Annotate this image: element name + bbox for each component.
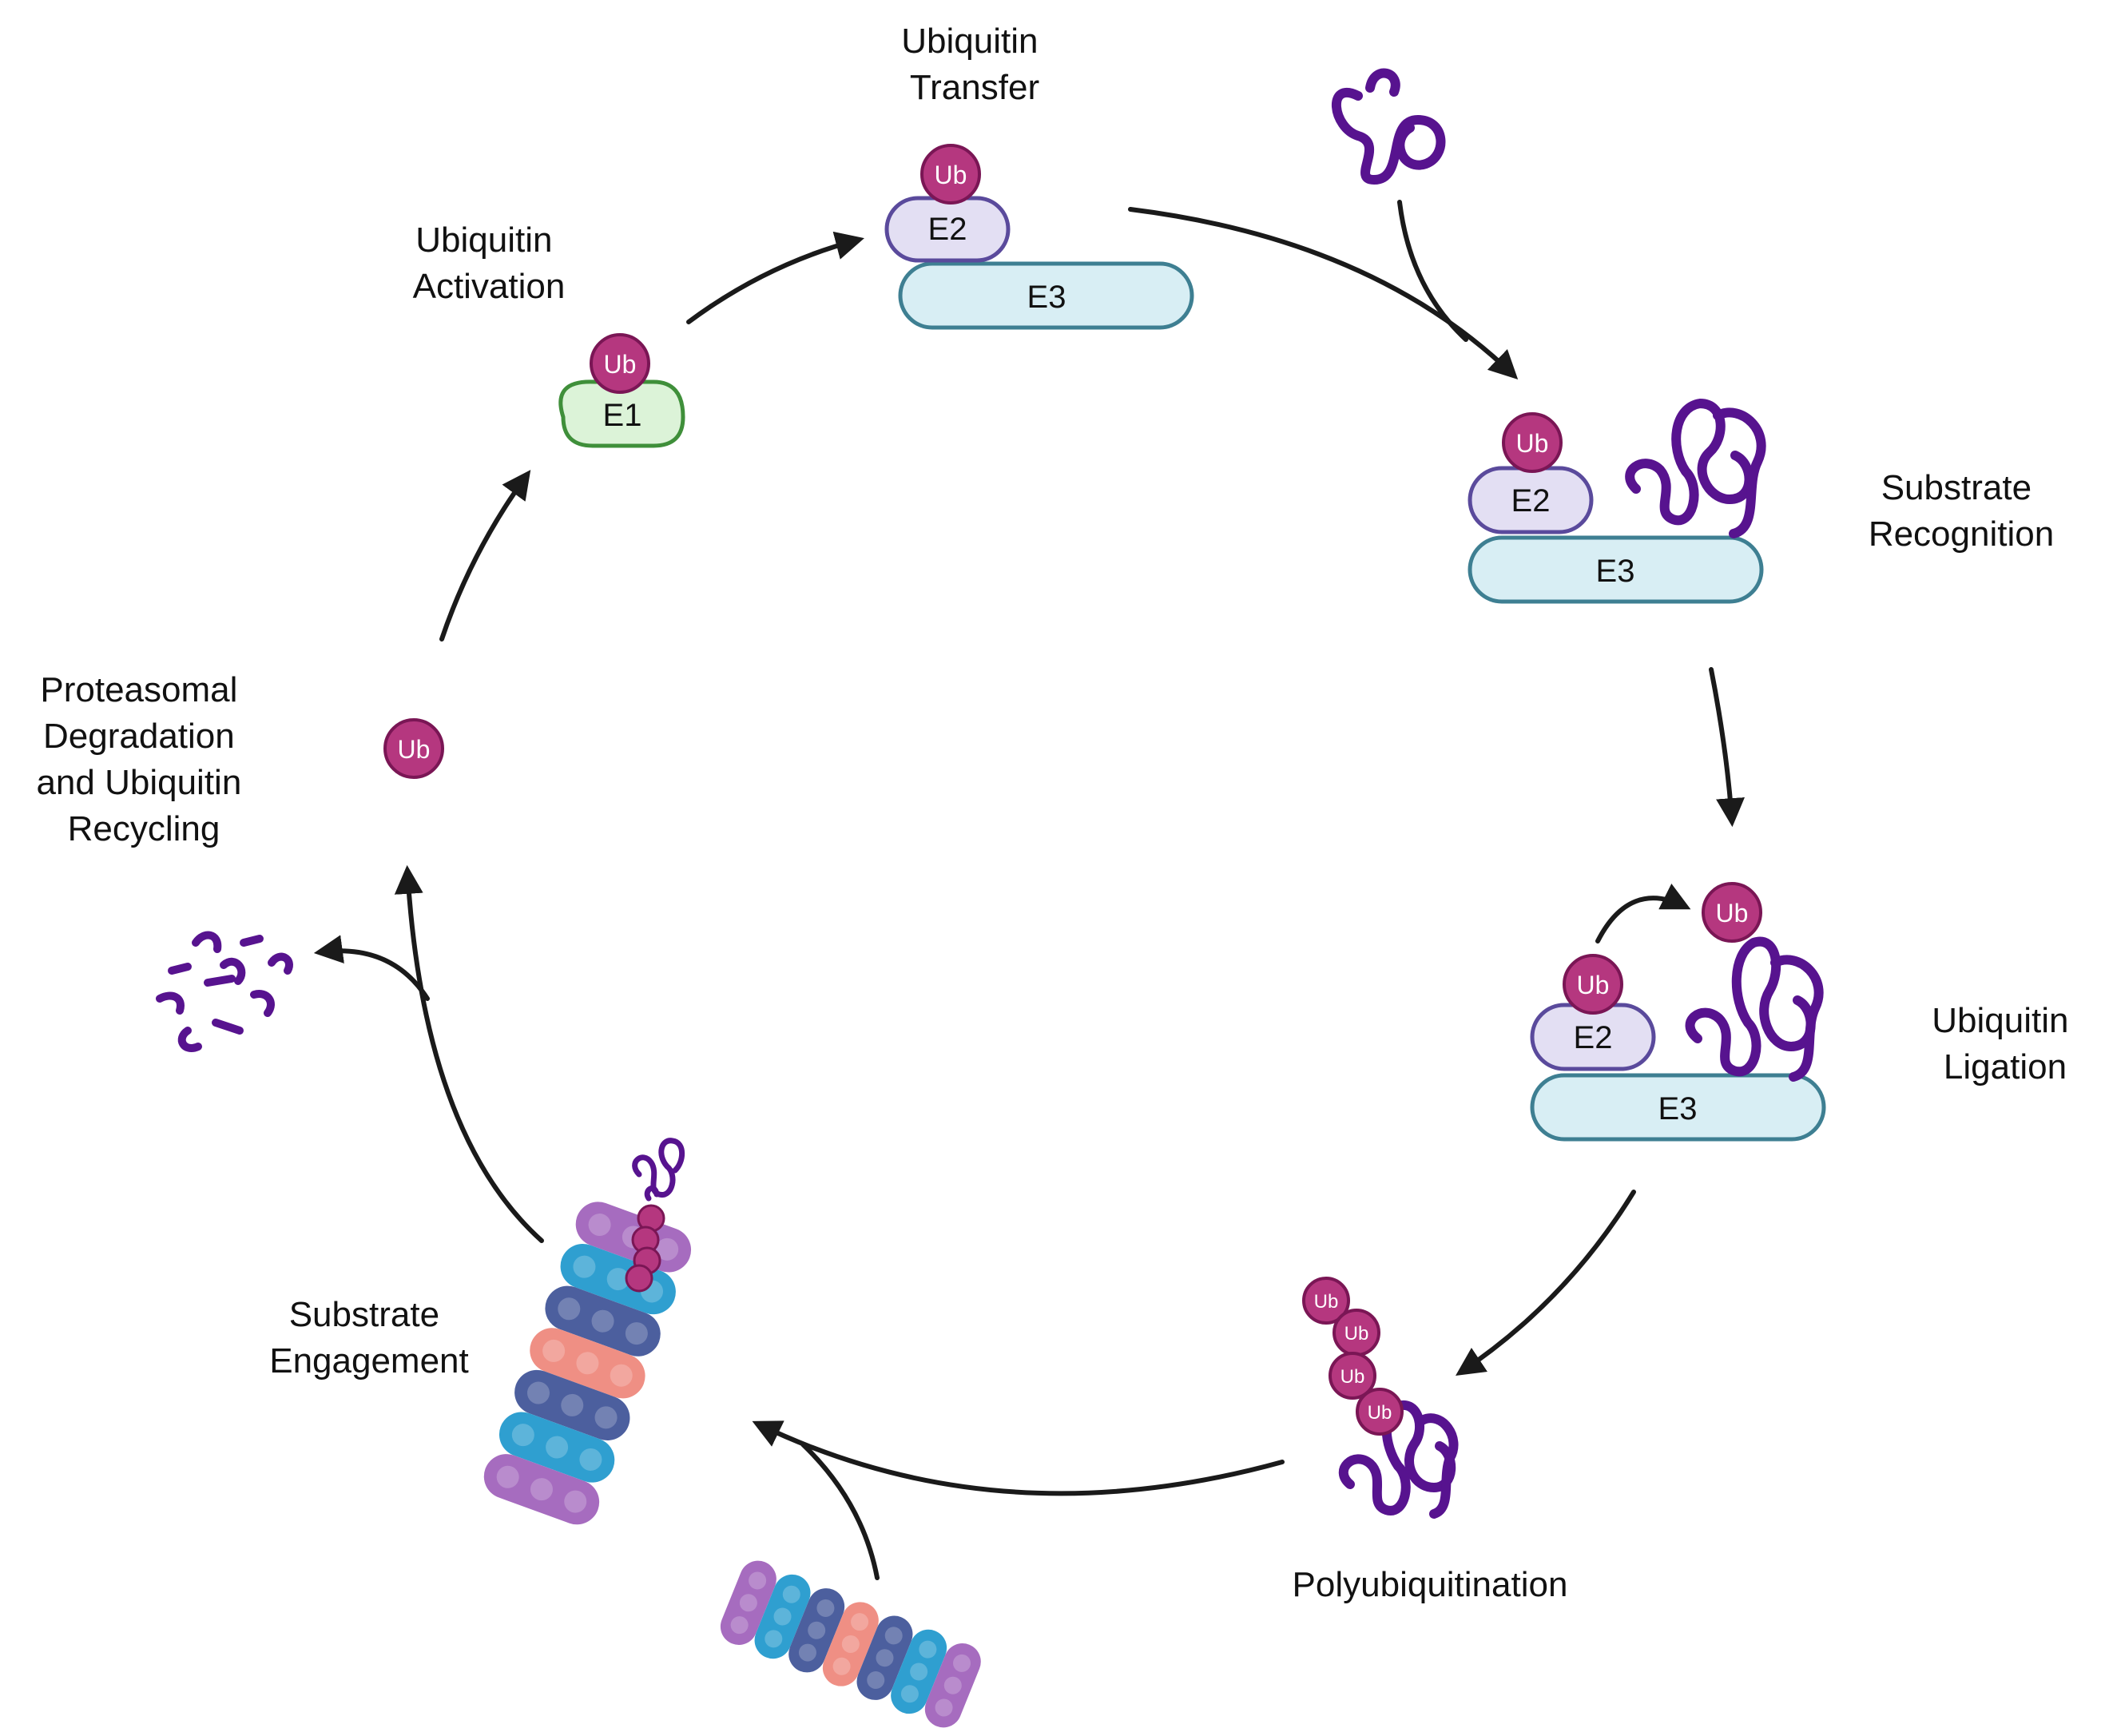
ub-label: Ub	[1344, 1323, 1369, 1345]
label-ubiquitin-transfer: Ubiquitin Transfer	[901, 22, 1047, 107]
ubiquitin	[1702, 882, 1762, 943]
e2-label: E2	[1574, 1020, 1613, 1055]
ubiquitin	[920, 144, 981, 205]
substrate-protein	[1332, 68, 1446, 185]
arrow-activation-to-transfer	[686, 231, 864, 324]
ubiquitin	[590, 333, 650, 394]
ub-label: Ub	[1577, 971, 1610, 999]
ub-label: Ub	[604, 350, 637, 379]
ubiquitin	[1302, 1277, 1350, 1325]
e3-ligase	[1468, 535, 1764, 604]
recycled-ubiquitin	[383, 718, 444, 779]
e3-ligase	[1530, 1073, 1826, 1142]
label-polyubiquitination: Polyubiquitination	[1293, 1565, 1568, 1604]
arrow-substrate-entry	[1397, 200, 1468, 342]
transfer-complex: E3 E2 Ub	[884, 144, 1194, 330]
arrow-recycling-to-activation	[439, 470, 531, 642]
label-substrate-engagement: Substrate Engagement	[269, 1295, 469, 1380]
e1-enzyme	[558, 379, 685, 448]
recognition-complex: E3 E2 Ub	[1468, 398, 1766, 604]
ub-label: Ub	[935, 161, 967, 189]
proteasome-free	[720, 1560, 981, 1728]
arrow-ligation-to-polyubiquitination	[1456, 1190, 1636, 1376]
e3-label: E3	[1596, 554, 1635, 589]
arrow-polyubiquitination-to-engagement	[752, 1420, 1285, 1496]
label-proteasomal-degradation: Proteasomal Degradation and Ubiquitin Re…	[36, 670, 251, 848]
ub-label: Ub	[1340, 1366, 1365, 1388]
e2-label: E2	[928, 212, 967, 247]
substrate-protein	[1625, 398, 1766, 538]
arrow-ub-handoff	[1595, 884, 1691, 943]
e2-label: E2	[1511, 483, 1551, 518]
ubiquitin	[1563, 954, 1623, 1015]
label-ubiquitin-ligation: Ubiquitin Ligation	[1932, 1001, 2078, 1086]
activation-complex: E1 Ub	[558, 333, 685, 448]
ub-label: Ub	[398, 735, 431, 764]
ub-label: Ub	[1516, 429, 1549, 458]
proteasome-engaged	[483, 1202, 692, 1525]
label-ubiquitin-activation: Ubiquitin Activation	[413, 220, 566, 306]
ub-label: Ub	[1716, 899, 1749, 928]
arrow-fragments-branch	[313, 935, 430, 1001]
ub-label: Ub	[1368, 1402, 1392, 1424]
ubiquitin	[1502, 412, 1563, 473]
e1-label: E1	[603, 398, 642, 433]
ub-label: Ub	[1314, 1291, 1339, 1313]
polyubiquitinated-substrate: Ub Ub Ub Ub	[1302, 1277, 1459, 1519]
ubiquitin	[1356, 1388, 1404, 1436]
ubiquitin	[1329, 1352, 1376, 1400]
peptide-fragments	[156, 931, 293, 1052]
arrow-transfer-to-recognition	[1128, 207, 1519, 380]
e3-ligase	[898, 261, 1194, 330]
substrate-protein	[1685, 936, 1824, 1082]
arrow-engagement-to-degradation	[394, 864, 544, 1243]
engaged-ub-chain	[625, 1138, 685, 1293]
e3-label: E3	[1658, 1091, 1698, 1126]
arrow-recognition-to-ligation	[1709, 667, 1745, 828]
arrow-proteasome-entry	[800, 1442, 880, 1580]
ligation-complex: E3 E2 Ub Ub	[1530, 882, 1826, 1142]
label-substrate-recognition: Substrate Recognition	[1869, 468, 2054, 554]
cycle-arrows	[313, 200, 1745, 1580]
e3-label: E3	[1027, 280, 1066, 315]
